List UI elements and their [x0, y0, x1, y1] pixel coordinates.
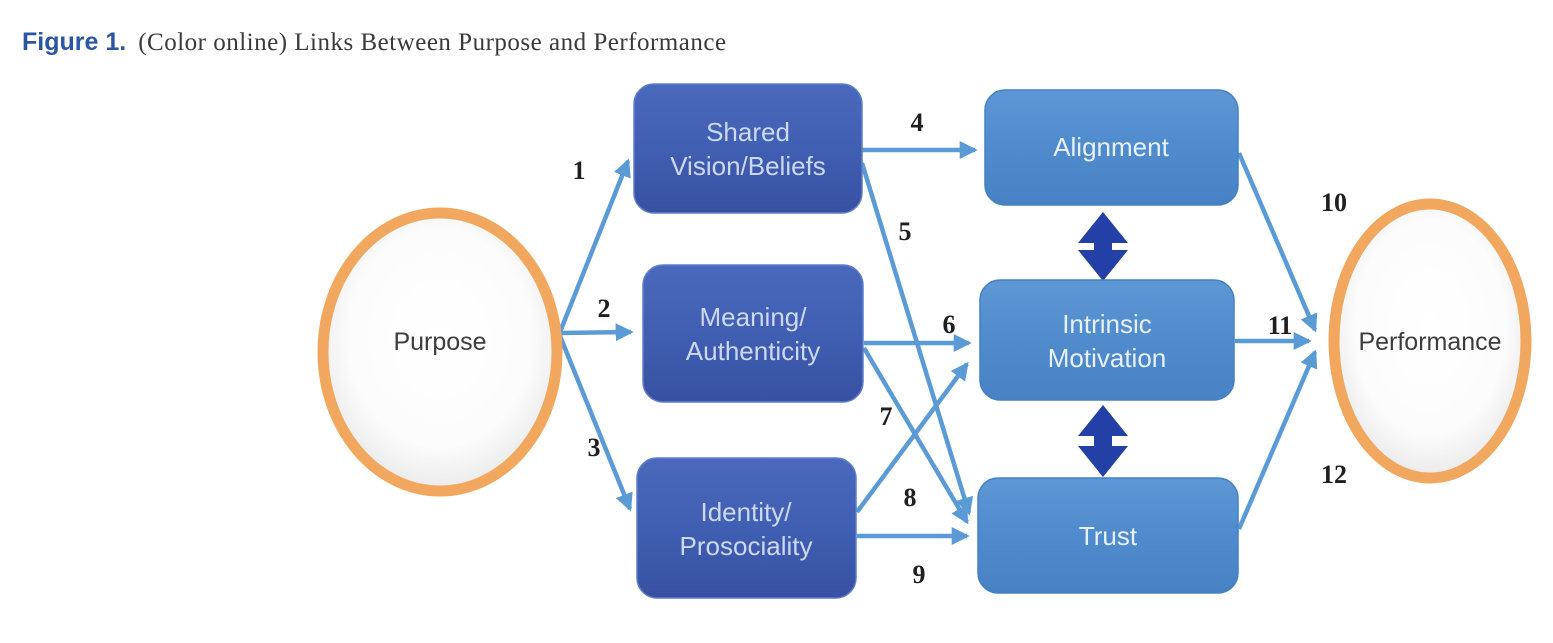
identity-label-line1: Identity/ — [700, 497, 792, 527]
performance-oval — [1328, 198, 1532, 484]
intrinsic-motivation-label-line1: Intrinsic — [1062, 309, 1152, 339]
purpose-oval — [317, 207, 563, 497]
meaning-label-line2: Authenticity — [686, 336, 820, 366]
link-8-number: 8 — [904, 483, 917, 512]
identity-box — [636, 457, 857, 599]
link-7-number: 7 — [880, 402, 893, 431]
link-6-number: 6 — [943, 310, 956, 339]
trust-label: Trust — [1079, 521, 1138, 551]
bidirectional-arrows — [1078, 212, 1128, 477]
meaning-label-line1: Meaning/ — [700, 302, 808, 332]
bidirectional-arrow-motivation-trust — [1078, 405, 1128, 477]
shared-vision-label-line1: Shared — [706, 117, 790, 147]
node-intrinsic-motivation: Intrinsic Motivation — [979, 279, 1235, 401]
node-shared-vision: Shared Vision/Beliefs — [633, 83, 863, 214]
link-10-number: 10 — [1321, 188, 1347, 217]
link-1-arrow — [557, 158, 631, 333]
link-5-arrow — [859, 162, 974, 516]
intrinsic-motivation-box — [979, 279, 1235, 401]
link-9-number: 9 — [913, 560, 926, 589]
node-purpose: Purpose — [317, 207, 563, 497]
link-arrows — [557, 141, 1318, 545]
link-2-number: 2 — [598, 294, 611, 323]
figure-caption: Figure 1. (Color online) Links Between Pu… — [22, 28, 727, 57]
link-8-arrow — [855, 361, 969, 514]
alignment-box — [984, 89, 1239, 206]
link-3-arrow — [557, 335, 633, 512]
link-12-number: 12 — [1321, 460, 1347, 489]
identity-label-line2: Prosociality — [680, 531, 813, 561]
node-alignment: Alignment — [984, 89, 1239, 206]
link-numbers: 1 2 3 4 5 6 7 8 9 10 11 12 — [573, 108, 1348, 589]
node-identity: Identity/ Prosociality — [636, 457, 857, 599]
shared-vision-label-line2: Vision/Beliefs — [670, 151, 826, 181]
link-2-arrow — [559, 323, 634, 342]
figure-caption-text: (Color online) Links Between Purpose and… — [138, 29, 727, 56]
alignment-label: Alignment — [1053, 132, 1169, 162]
node-meaning: Meaning/ Authenticity — [642, 264, 864, 403]
figure-label: Figure 1. — [22, 28, 127, 56]
link-1-number: 1 — [573, 156, 586, 185]
purpose-label: Purpose — [393, 328, 486, 356]
link-12-arrow — [1236, 349, 1318, 530]
meaning-box — [642, 264, 864, 403]
trust-box — [977, 477, 1239, 594]
link-11-number: 11 — [1268, 311, 1293, 340]
shared-vision-box — [633, 83, 863, 214]
performance-label: Performance — [1358, 328, 1501, 356]
bidirectional-arrow-alignment-motivation — [1078, 212, 1128, 281]
node-performance: Performance — [1328, 198, 1532, 484]
link-3-number: 3 — [588, 433, 601, 462]
intrinsic-motivation-label-line2: Motivation — [1048, 343, 1167, 373]
link-10-arrow — [1236, 152, 1318, 333]
link-5-number: 5 — [899, 217, 912, 246]
node-trust: Trust — [977, 477, 1239, 594]
link-4-number: 4 — [911, 108, 924, 137]
